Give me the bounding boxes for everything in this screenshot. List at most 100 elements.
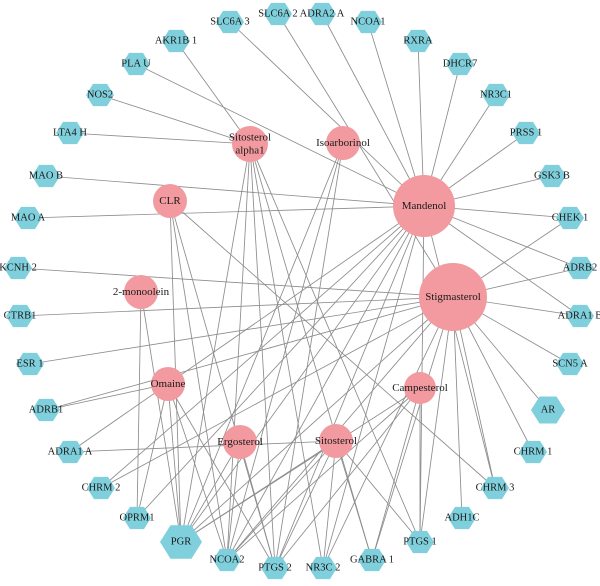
target-node-adra1-b[interactable]: ADRA1 B xyxy=(558,304,600,328)
edge-c8-t31 xyxy=(335,440,421,543)
target-node-ptgs-2[interactable]: PTGS 2 xyxy=(258,556,292,580)
hexagon-shape xyxy=(519,440,547,464)
circle-shape xyxy=(393,175,455,237)
edge-c0-t0 xyxy=(180,205,425,543)
circle-shape xyxy=(326,126,360,160)
target-node-akr1b-1[interactable]: AKR1B 1 xyxy=(155,29,197,53)
target-label: PLA U xyxy=(121,59,151,70)
hexagon-shape xyxy=(123,506,151,530)
edge-c8-t34 xyxy=(274,440,337,569)
edge-c0-t17 xyxy=(367,21,425,207)
target-node-slc6a-2[interactable]: SLC6A 2 xyxy=(258,2,298,26)
compound-node-sitosterol[interactable]: Sitosterol xyxy=(315,424,357,458)
target-node-gabra-1[interactable]: GABRA 1 xyxy=(350,548,394,572)
target-node-ar[interactable]: AR xyxy=(531,396,565,424)
hexagon-shape xyxy=(566,304,594,328)
hexagon-shape xyxy=(14,206,42,230)
target-node-mao-b[interactable]: MAO B xyxy=(29,164,63,188)
edge-c1-t5 xyxy=(29,296,454,365)
edge-c3-t13 xyxy=(175,40,251,145)
compound-label: 2-monoolein xyxy=(113,286,170,298)
edge-c0-t29 xyxy=(423,205,496,489)
target-node-ncoa1[interactable]: NCOA1 xyxy=(350,10,386,34)
edge-c5-t1 xyxy=(136,291,142,519)
circle-shape xyxy=(223,425,257,459)
compound-node-2-monoolein[interactable]: 2-monoolein xyxy=(113,275,170,309)
target-node-rxra[interactable]: RXRA xyxy=(403,29,433,53)
hexagon-shape xyxy=(531,396,565,424)
target-node-adh1c[interactable]: ADH1C xyxy=(444,506,480,530)
target-label: CHRM 2 xyxy=(82,483,121,494)
circle-shape xyxy=(151,367,185,401)
edge-layer xyxy=(17,13,581,569)
target-node-nr3c1[interactable]: NR3C1 xyxy=(480,83,512,107)
target-node-oprm1[interactable]: OPRM1 xyxy=(119,506,155,530)
hexagon-shape xyxy=(87,476,115,500)
edge-c1-t31 xyxy=(419,296,454,543)
edge-c0-t3 xyxy=(69,205,425,453)
target-node-ptgs-1[interactable]: PTGS 1 xyxy=(403,530,437,554)
edge-c0-t9 xyxy=(45,175,425,207)
target-node-prss-1[interactable]: PRSS 1 xyxy=(510,121,542,145)
edge-c3-t10 xyxy=(69,132,251,145)
edge-c8-t35 xyxy=(226,440,337,561)
target-node-chrm-1[interactable]: CHRM 1 xyxy=(514,440,553,464)
circle-shape xyxy=(232,126,268,162)
edge-c1-t30 xyxy=(452,296,463,519)
target-node-adra2-a[interactable]: ADRA2 A xyxy=(300,2,345,26)
target-node-lta4-h[interactable]: LTA4 H xyxy=(53,121,87,145)
target-node-adrb1[interactable]: ADRB1 xyxy=(29,398,63,422)
target-node-adrb2[interactable]: ADRB2 xyxy=(563,256,597,280)
edge-c8-t33 xyxy=(322,440,337,569)
compound-node-layer: MandenolStigmasterolIsoarborinolSitoster… xyxy=(113,126,487,459)
target-label: NOS2 xyxy=(87,90,113,101)
target-node-nos2[interactable]: NOS2 xyxy=(86,83,114,107)
target-node-pgr[interactable]: PGR xyxy=(160,525,202,559)
edge-c0-t33 xyxy=(322,205,425,569)
edge-c9-t35 xyxy=(226,387,421,561)
target-node-chrm-2[interactable]: CHRM 2 xyxy=(82,476,121,500)
target-node-dhcr7[interactable]: DHCR7 xyxy=(443,52,477,76)
compound-node-clr[interactable]: CLR xyxy=(153,184,187,218)
target-node-mao-a[interactable]: MAO A xyxy=(11,206,46,230)
target-node-nr3c-2[interactable]: NR3C 2 xyxy=(306,556,341,580)
edge-c3-t32 xyxy=(249,143,373,561)
target-node-adra1-a[interactable]: ADRA1 A xyxy=(48,440,93,464)
target-node-gsk3-b[interactable]: GSK3 B xyxy=(534,164,570,188)
target-label: CTRB1 xyxy=(4,311,37,322)
edge-c9-t32 xyxy=(371,387,421,561)
edge-c3-t34 xyxy=(249,143,276,569)
hexagon-shape xyxy=(406,530,434,554)
target-node-ctrb1[interactable]: CTRB1 xyxy=(4,304,37,328)
compound-node-isoarborinol[interactable]: Isoarborinol xyxy=(316,126,370,160)
target-label: LTA4 H xyxy=(53,128,87,139)
compound-node-stigmasterol[interactable]: Stigmasterol xyxy=(419,263,487,331)
edge-c3-t31 xyxy=(249,143,421,543)
compound-node-mandenol[interactable]: Mandenol xyxy=(393,175,455,237)
target-label: GSK3 B xyxy=(534,171,570,182)
edge-c0-t8 xyxy=(27,205,425,219)
hexagon-shape xyxy=(448,506,476,530)
compound-node-campesterol[interactable]: Campesterol xyxy=(392,372,448,404)
compound-node-ergosterol[interactable]: Ergosterol xyxy=(217,425,263,459)
edge-c7-t34 xyxy=(239,441,276,569)
target-node-kcnh-2[interactable]: KCNH 2 xyxy=(0,256,37,280)
edge-c3-t11 xyxy=(99,94,251,145)
target-label: NR3C 2 xyxy=(306,563,341,574)
target-node-esr-1[interactable]: ESR 1 xyxy=(16,352,44,376)
hexagon-shape xyxy=(56,121,84,145)
target-node-slc6a-3[interactable]: SLC6A 3 xyxy=(210,10,250,34)
target-node-pla-u[interactable]: PLA U xyxy=(121,52,151,76)
target-label: CHRM 1 xyxy=(514,447,553,458)
target-node-ncoa2[interactable]: NCOA2 xyxy=(209,548,245,572)
target-label: AKR1B 1 xyxy=(155,36,197,47)
target-node-scn5-a[interactable]: SCN5 A xyxy=(552,352,588,376)
target-node-chek-1[interactable]: CHEK 1 xyxy=(552,206,588,230)
edge-c8-t32 xyxy=(335,440,373,561)
edge-c5-t0 xyxy=(140,291,182,543)
target-node-chrm-3[interactable]: CHRM 3 xyxy=(476,476,515,500)
compound-node-omaine[interactable]: Omaine xyxy=(151,367,186,401)
